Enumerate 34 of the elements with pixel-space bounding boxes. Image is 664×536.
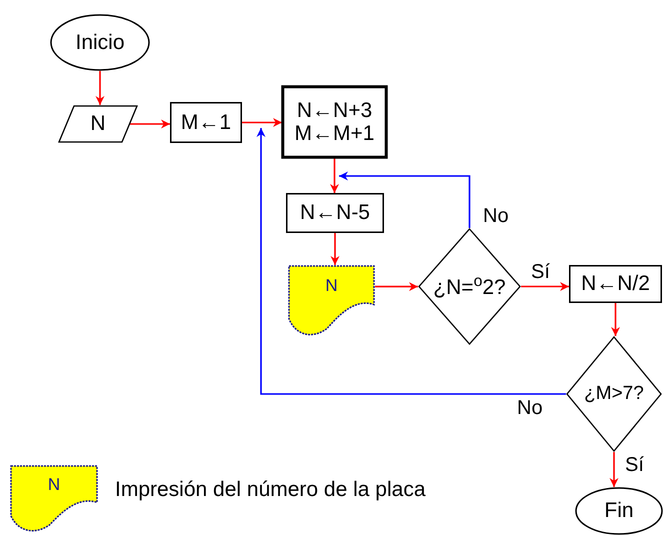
node-text: ¿N=$^{o}$2? xyxy=(433,273,506,300)
process-box xyxy=(286,193,384,233)
arrow xyxy=(330,158,339,193)
node-text: M←1 xyxy=(180,110,232,134)
document-shape xyxy=(288,265,375,337)
variable-label: N xyxy=(325,277,338,296)
process-box xyxy=(569,265,662,303)
arrow xyxy=(130,120,170,128)
decision-diamond xyxy=(566,336,662,452)
node-text: ¿M>7? xyxy=(584,384,644,404)
node-text: N←N+3 M←M+1 xyxy=(294,98,374,146)
arrow xyxy=(330,233,340,265)
process-box xyxy=(282,86,387,158)
terminal-ellipse xyxy=(575,487,663,535)
arrow xyxy=(242,118,282,127)
process-box xyxy=(170,102,242,143)
legend-text: Impresión del número de la placa xyxy=(115,478,426,502)
arrow xyxy=(611,303,620,336)
arrow xyxy=(96,71,104,105)
arrow xyxy=(521,282,569,291)
node-text: N←N/2 xyxy=(581,272,650,296)
node-text: N xyxy=(90,112,106,136)
input-parallelogram xyxy=(58,105,138,143)
arrow xyxy=(339,172,470,228)
arrow xyxy=(375,282,418,292)
decision-diamond xyxy=(418,228,521,345)
arrow xyxy=(256,128,566,395)
node-text: N←N-5 xyxy=(300,201,370,225)
arrow xyxy=(610,452,618,487)
terminal-ellipse xyxy=(50,14,150,71)
document-shape xyxy=(10,465,98,533)
node-text: Fin xyxy=(604,499,634,523)
node-text: Inicio xyxy=(75,30,125,54)
variable-label: N xyxy=(48,476,60,495)
